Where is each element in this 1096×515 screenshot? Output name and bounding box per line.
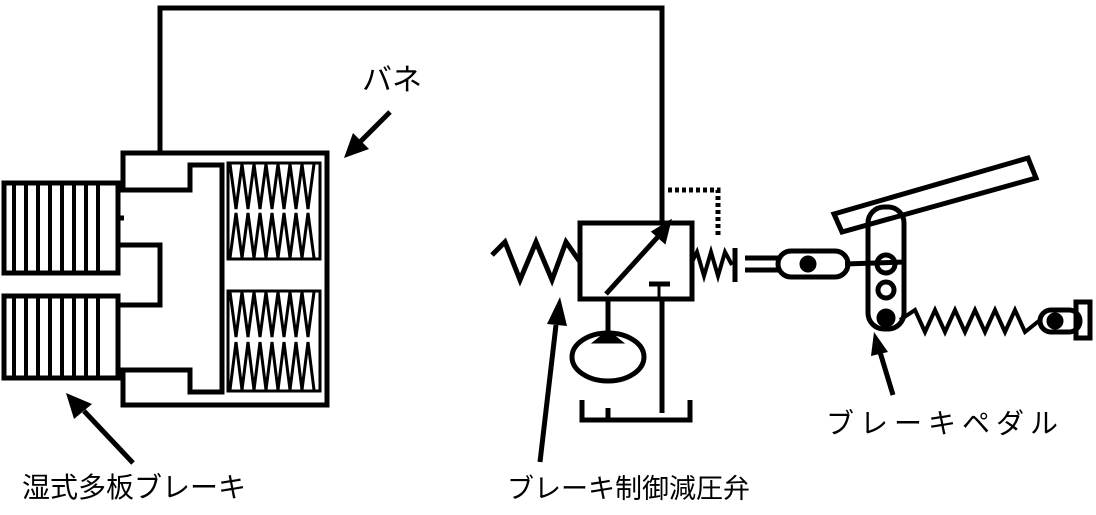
label-pressure-reducing-valve: ブレーキ制御減圧弁 [507, 474, 750, 505]
pedal-lever [865, 204, 907, 332]
arrow-spring [358, 110, 392, 144]
arrow-pedal [877, 351, 896, 396]
pilot-line [668, 187, 721, 236]
hydraulic-line [157, 5, 665, 222]
label-wet-multi-plate-brake: 湿式多板ブレーキ [22, 471, 247, 504]
callout-arrows [66, 110, 896, 465]
arrow-valve [537, 324, 559, 463]
wet-multi-plate-brake [1, 150, 330, 408]
pedal-return-spring [898, 305, 1042, 337]
arrow-wet-brake [82, 409, 135, 465]
pressure-reducing-valve [490, 187, 734, 423]
friction-plates [12, 183, 100, 378]
brake-housing [120, 150, 330, 408]
valve-spring-right [690, 244, 734, 284]
pedal-plate [830, 154, 1040, 235]
brake-piston [120, 162, 225, 395]
brake-pedal-assembly [830, 154, 1093, 341]
label-spring: バネ [362, 63, 422, 98]
tank-symbol [579, 400, 693, 423]
spring-pack [226, 161, 322, 393]
label-brake-pedal: ブレーキペダル [826, 407, 1065, 440]
brake-hub [117, 242, 163, 308]
valve-spring-left [490, 235, 583, 287]
